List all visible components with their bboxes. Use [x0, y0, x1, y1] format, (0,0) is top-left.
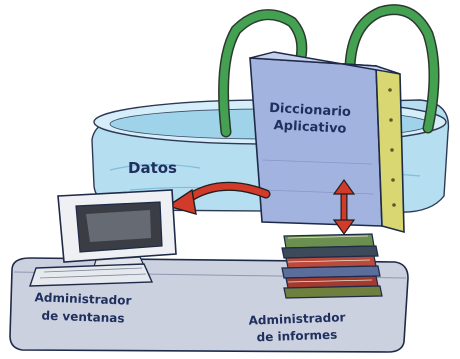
- book-stack-icon: [281, 233, 383, 299]
- double-arrow-icon: [332, 178, 356, 236]
- keyboard-icon: [29, 263, 154, 287]
- dictionary-book: [249, 51, 405, 234]
- datos-arrow-icon: [166, 181, 271, 215]
- datos-label: Datos: [128, 159, 177, 177]
- green-handles: [218, 4, 440, 138]
- computer-monitor-icon: [57, 189, 177, 274]
